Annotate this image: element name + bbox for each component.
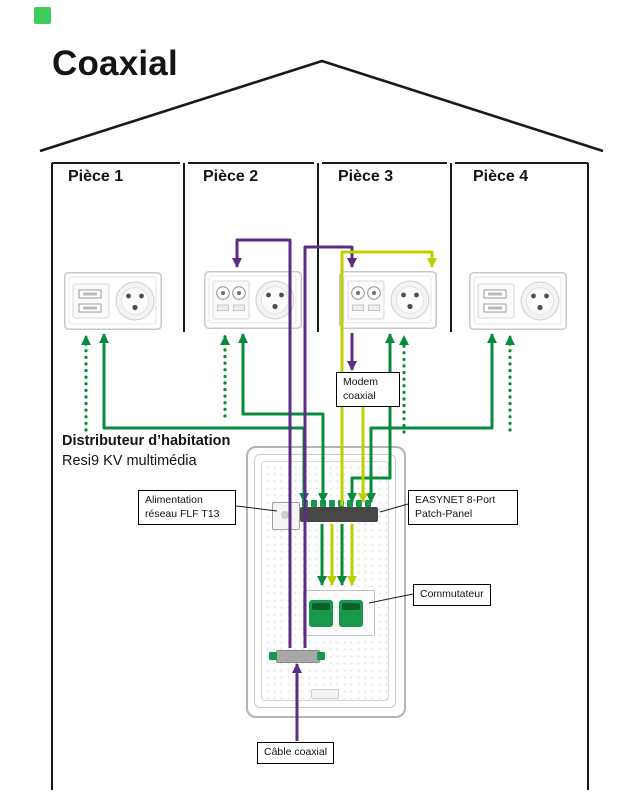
leader-commutateur <box>368 593 414 604</box>
patch-connector <box>320 500 326 507</box>
wire-green-room1 <box>99 333 309 503</box>
patch-to-switch-wires <box>317 524 357 586</box>
callout-cable: Câble coaxial <box>257 742 335 764</box>
brand-logo <box>34 7 51 24</box>
house-outline <box>39 59 604 790</box>
distributor-caption: Distributeur d’habitation Resi9 KV multi… <box>62 431 230 472</box>
callout-modem: Modem coaxial <box>336 372 400 408</box>
purple-coax-wires <box>232 238 357 741</box>
patch-connector <box>329 500 335 507</box>
patch-panel <box>300 507 378 522</box>
wire-coax-room2 <box>232 238 292 648</box>
distributor-caption-line2: Resi9 KV multimédia <box>62 453 197 470</box>
roof-line <box>39 59 604 153</box>
outlet-piece-1 <box>64 272 162 330</box>
distributor-caption-line1: Distributeur d’habitation <box>62 433 231 449</box>
cabinet-lock <box>311 689 339 699</box>
splitter-connector <box>269 652 277 660</box>
wire-green-room4 <box>366 333 497 503</box>
page-title: Coaxial <box>52 44 178 83</box>
room-label-4: Pièce 4 <box>473 168 529 185</box>
room-label-3: Pièce 3 <box>338 168 394 185</box>
wire-coax-room3 <box>303 245 357 648</box>
splitter-connector <box>317 652 325 660</box>
outlet-piece-4 <box>469 272 567 330</box>
leader-alimentation <box>227 504 278 512</box>
flf-t13-module <box>272 502 300 530</box>
room-label-1: Pièce 1 <box>68 168 124 185</box>
label-leaders <box>227 503 414 604</box>
callout-commutateur: Commutateur <box>413 584 491 606</box>
outlet-piece-3 <box>339 271 437 329</box>
outlet-piece-2 <box>204 271 302 329</box>
patch-connector <box>356 500 362 507</box>
room-label-2: Pièce 2 <box>203 168 259 185</box>
patch-connector <box>311 500 317 507</box>
callout-alimentation: Alimentation réseau FLF T13 <box>138 490 236 526</box>
switch-port-block <box>309 600 333 627</box>
switch-port-block <box>339 600 363 627</box>
callout-patch-panel: EASYNET 8-Port Patch-Panel <box>408 490 518 526</box>
wire-green-room2 <box>238 333 328 503</box>
patch-connector <box>347 500 353 507</box>
green-dotted-arrows <box>81 334 515 434</box>
green-network-wires <box>99 333 497 503</box>
leader-patch-panel <box>379 503 409 513</box>
patch-connector <box>365 500 371 507</box>
